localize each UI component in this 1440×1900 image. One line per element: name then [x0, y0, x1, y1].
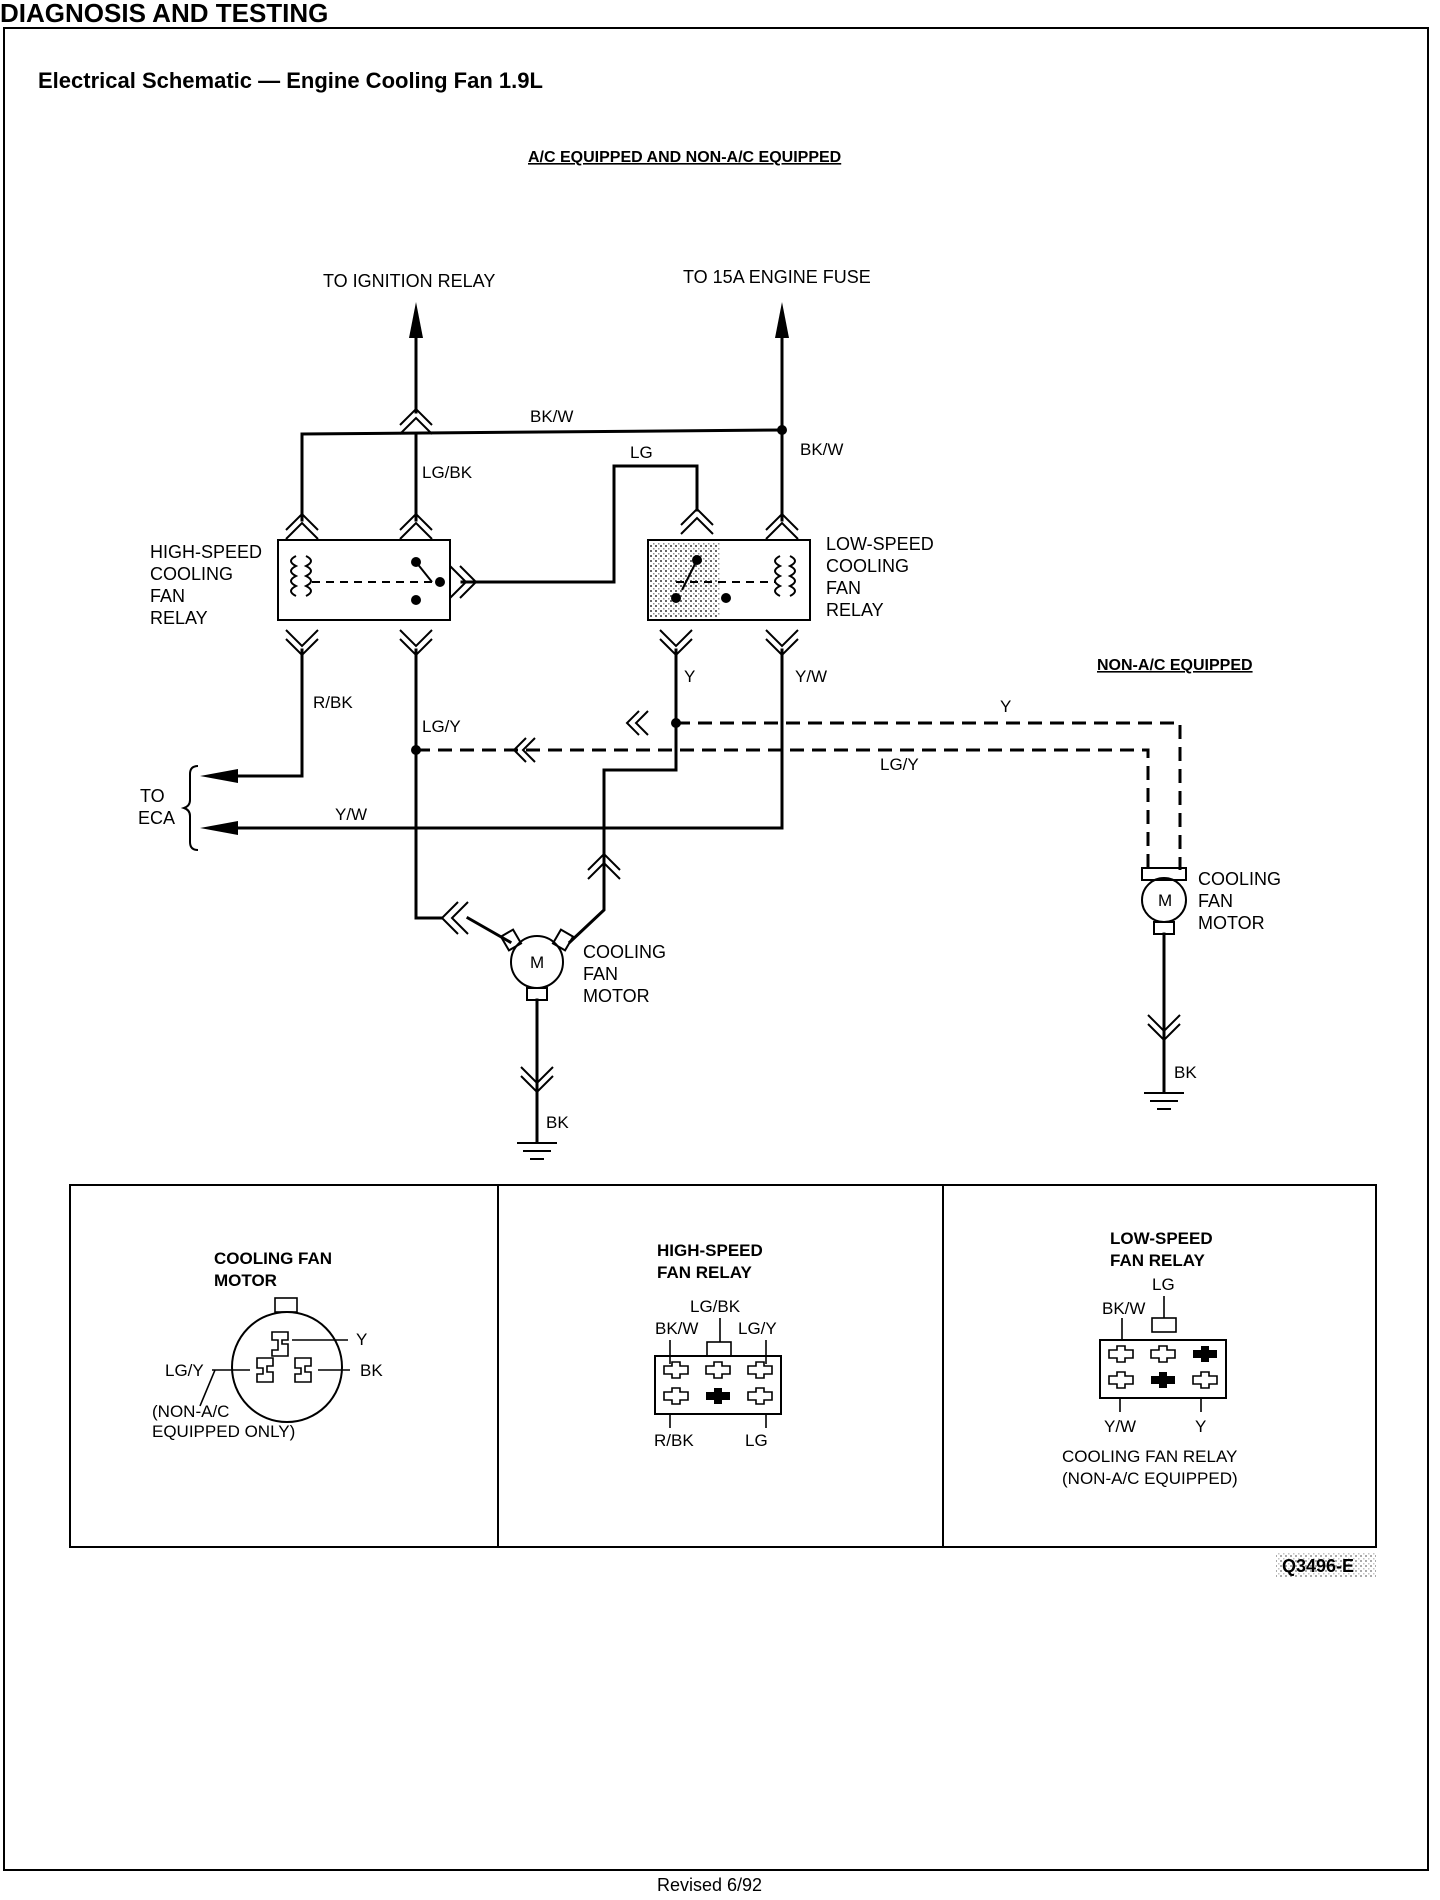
dashed-wire-y — [676, 721, 1182, 870]
motor-connector-title-2: MOTOR — [214, 1271, 277, 1290]
high-pin-rbk: R/BK — [654, 1431, 694, 1450]
dashed-chevron-y — [625, 710, 649, 736]
low-relay-label-2: COOLING — [826, 556, 909, 576]
connector-chevron-high-lg-out — [449, 565, 478, 599]
wire-lgy — [414, 648, 444, 920]
dashed-chevron-lgy — [512, 737, 536, 763]
connector-chevron-nonac-bk — [1147, 1014, 1181, 1042]
wire-label-yw-eca: Y/W — [335, 805, 367, 824]
wire-label-yw: Y/W — [795, 667, 827, 686]
high-pin-bkw: BK/W — [655, 1319, 698, 1338]
wire-label-lgbk: LG/BK — [422, 463, 473, 482]
low-pin-lg: LG — [1152, 1275, 1175, 1294]
page-title: Electrical Schematic — Engine Cooling Fa… — [38, 68, 543, 93]
connector-chevron-high-bkw — [285, 512, 319, 540]
motor-symbol-nonac: M — [1158, 891, 1172, 910]
wire-label-lgy-dashed: LG/Y — [880, 755, 919, 774]
motor-nonac-label-1: COOLING — [1198, 869, 1281, 889]
wire-yw — [213, 648, 784, 830]
eca-bracket — [180, 765, 199, 851]
connector-chevron-low-lg — [680, 507, 714, 535]
wire-label-bk-main: BK — [546, 1113, 569, 1132]
schematic-subtitle: A/C EQUIPPED AND NON-A/C EQUIPPED — [528, 149, 841, 166]
high-relay-coil — [290, 555, 312, 597]
wire-rbk — [213, 648, 304, 778]
motor-label-2: FAN — [583, 964, 618, 984]
motor-nonac-label-2: FAN — [1198, 891, 1233, 911]
connector-chevron-motor-lgy — [440, 901, 469, 935]
page-frame — [3, 27, 1429, 1871]
wire-label-y-dashed: Y — [1000, 697, 1011, 716]
wire-label-lgy: LG/Y — [422, 717, 461, 736]
low-pin-yw: Y/W — [1104, 1417, 1136, 1436]
dashed-wire-lgy — [416, 748, 1150, 870]
ground-symbol-nonac — [1144, 1092, 1184, 1110]
motor-label-1: COOLING — [583, 942, 666, 962]
low-relay-coil — [774, 555, 796, 597]
revision-footer: Revised 6/92 — [657, 1875, 762, 1895]
low-speed-relay — [647, 539, 811, 621]
to-engine-fuse-label: TO 15A ENGINE FUSE — [683, 267, 871, 287]
main-schematic: TO IGNITION RELAY TO 15A ENGINE FUSE BK/… — [138, 267, 1281, 1160]
motor-pin-lgy: LG/Y — [165, 1361, 204, 1380]
figure-code: Q3496-E — [1282, 1556, 1354, 1576]
connector-chevron-high-lgbk — [399, 512, 433, 540]
high-connector-title-1: HIGH-SPEED — [657, 1241, 763, 1260]
wire-label-rbk: R/BK — [313, 693, 353, 712]
motor-pin-bk: BK — [360, 1361, 383, 1380]
motor-connector-title-1: COOLING FAN — [214, 1249, 332, 1268]
low-relay-label-4: RELAY — [826, 600, 884, 620]
high-speed-relay — [277, 539, 451, 621]
motor-symbol: M — [530, 953, 544, 972]
to-ignition-relay-label: TO IGNITION RELAY — [323, 271, 495, 291]
high-pin-lg: LG — [745, 1431, 768, 1450]
high-relay-label-2: COOLING — [150, 564, 233, 584]
low-connector-title-1: LOW-SPEED — [1110, 1229, 1213, 1248]
motor-connector — [231, 1297, 343, 1423]
motor-connector-note-2: EQUIPPED ONLY) — [152, 1422, 295, 1441]
high-relay-label-3: FAN — [150, 586, 185, 606]
low-pin-y: Y — [1195, 1417, 1206, 1436]
arrow-to-ignition-relay — [409, 302, 423, 414]
high-relay-label-1: HIGH-SPEED — [150, 542, 262, 562]
ground-symbol-main — [517, 1142, 557, 1160]
wire-label-bkw-right: BK/W — [800, 440, 843, 459]
low-relay-label-3: FAN — [826, 578, 861, 598]
connector-chevron-ignition — [399, 407, 433, 435]
non-ac-label: NON-A/C EQUIPPED — [1097, 657, 1253, 674]
to-eca-label-1: TO — [140, 786, 165, 806]
cooling-fan-motor-nonac: M — [1141, 867, 1187, 935]
low-connector-note-1: COOLING FAN RELAY — [1062, 1447, 1237, 1466]
motor-pin-y: Y — [356, 1330, 367, 1349]
low-pin-bkw: BK/W — [1102, 1299, 1145, 1318]
low-relay-label-1: LOW-SPEED — [826, 534, 934, 554]
wire-label-y: Y — [684, 667, 695, 686]
low-connector-title-2: FAN RELAY — [1110, 1251, 1205, 1270]
wire-label-lg: LG — [630, 443, 653, 462]
motor-label-3: MOTOR — [583, 986, 650, 1006]
wire-bkw-bus — [300, 428, 784, 436]
to-eca-label-2: ECA — [138, 808, 175, 828]
connector-chevron-motor-y — [587, 852, 621, 880]
motor-connector-note-1: (NON-A/C — [152, 1402, 229, 1421]
high-pin-lgy: LG/Y — [738, 1319, 777, 1338]
high-connector-title-2: FAN RELAY — [657, 1263, 752, 1282]
high-pin-lgbk: LG/BK — [690, 1297, 741, 1316]
wire-y — [602, 648, 678, 882]
wire-label-bkw-top: BK/W — [530, 407, 573, 426]
motor-nonac-label-3: MOTOR — [1198, 913, 1265, 933]
low-relay-connector — [1099, 1296, 1227, 1412]
low-connector-note-2: (NON-A/C EQUIPPED) — [1062, 1469, 1238, 1488]
section-header: DIAGNOSIS AND TESTING — [0, 0, 328, 28]
wire-lg — [460, 464, 699, 584]
high-relay-label-4: RELAY — [150, 608, 208, 628]
connector-chevron-motor-bk — [520, 1066, 554, 1094]
cooling-fan-motor: M — [499, 928, 575, 1001]
high-relay-connector — [654, 1318, 782, 1428]
connector-views-panel: COOLING FAN MOTOR Y LG/Y BK (NON-A/C EQU… — [69, 1184, 1377, 1548]
wire-label-bk-nonac: BK — [1174, 1063, 1197, 1082]
connector-chevron-low-bkw — [765, 512, 799, 540]
arrow-to-engine-fuse — [775, 302, 789, 432]
